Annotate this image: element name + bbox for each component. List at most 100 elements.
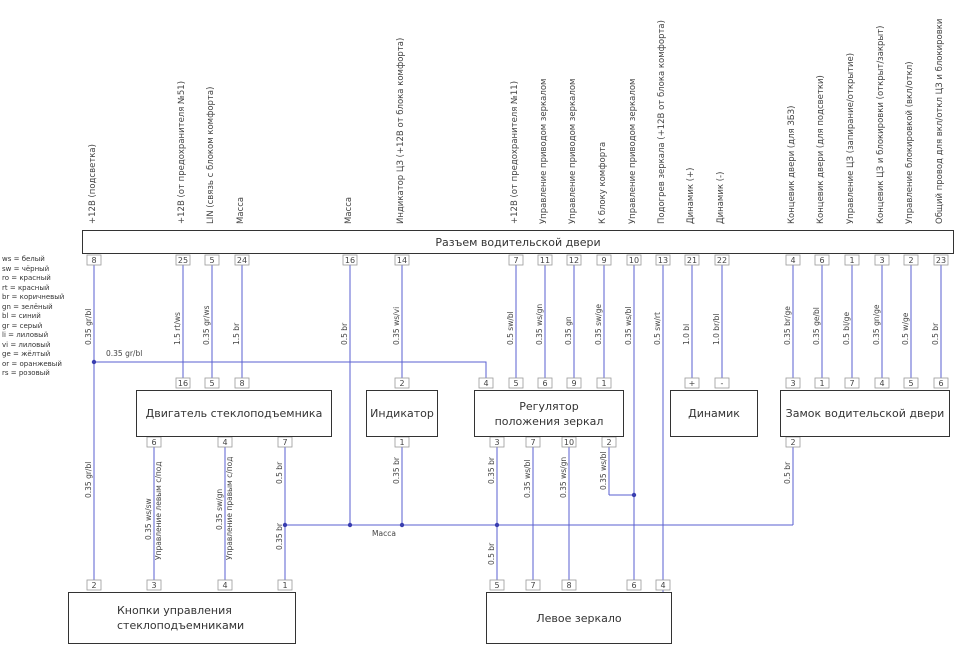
pin-number: 9 <box>601 256 606 265</box>
legend-item: gn = зелёный <box>2 302 53 311</box>
wire-label: 1.0 bl <box>682 324 691 345</box>
legend-item: sw = чёрный <box>2 264 50 273</box>
pin-label: Управление приводом зеркалом <box>568 78 578 224</box>
pin-tab <box>626 579 642 591</box>
pin-tab <box>217 579 233 591</box>
wire-label: 0.35 sw/gn <box>215 489 224 530</box>
motor-label: Двигатель стеклоподъемника <box>145 407 323 420</box>
pin-label: Масса <box>236 196 246 224</box>
buttons-label: Кнопки управления стеклоподъемниками <box>117 604 245 632</box>
mass-label: Масса <box>372 529 396 538</box>
pin-tab <box>489 436 505 448</box>
junction-dot <box>631 492 637 498</box>
pin-tab <box>561 436 577 448</box>
pin-tab <box>508 377 524 389</box>
pin-tab <box>785 436 801 448</box>
mirror-box: Левое зеркало <box>486 592 672 644</box>
wire-label: 0.5 br <box>783 461 792 484</box>
speaker-label: Динамик <box>688 407 740 420</box>
pin-tab <box>342 254 358 266</box>
pin-tab <box>175 377 191 389</box>
pin-number: 6 <box>938 379 943 388</box>
pin-tab <box>785 377 801 389</box>
pin-tab <box>394 377 410 389</box>
pin-label: Общий провод для вкл/откл ЦЗ и блокировк… <box>935 18 945 224</box>
pin-label: Индикатор ЦЗ (+12В от блока комфорта) <box>396 37 406 224</box>
wire-label: 0.5 br <box>340 322 349 345</box>
pin-number: 10 <box>629 256 639 265</box>
pin-tab <box>714 377 730 389</box>
pin-number: 1 <box>601 379 606 388</box>
pin-label: Концевик ЦЗ и блокировки (открыт/закрыт) <box>876 25 886 224</box>
pin-tab <box>537 254 553 266</box>
wire-note: Управление правым с/под <box>225 457 234 560</box>
pin-number: 2 <box>606 438 611 447</box>
pin-number: 8 <box>239 379 244 388</box>
legend-item: gr = серый <box>2 321 43 330</box>
pin-number: 5 <box>209 256 214 265</box>
wire-label: 1.5 rt/ws <box>173 312 182 345</box>
pin-tab <box>844 377 860 389</box>
pin-label: Управление приводом зеркалом <box>539 78 549 224</box>
pin-number: 7 <box>530 438 535 447</box>
pin-number: 1 <box>282 581 287 590</box>
pin-tab <box>566 377 582 389</box>
pin-number: 8 <box>566 581 571 590</box>
wire-label: 0.35 gr/bl <box>84 462 93 498</box>
pin-number: 8 <box>91 256 96 265</box>
pin-tab <box>844 254 860 266</box>
pin-tab <box>561 579 577 591</box>
pin-number: 6 <box>542 379 547 388</box>
pin-tab <box>86 254 102 266</box>
pin-number: 4 <box>879 379 884 388</box>
wire-label: 0.35 gr/bl <box>84 309 93 345</box>
lock-label: Замок водительской двери <box>785 407 945 420</box>
mirror-label: Левое зеркало <box>536 611 622 625</box>
pin-number: - <box>721 379 724 388</box>
pin-label: Динамик (+) <box>686 167 696 224</box>
indicator-label: Индикатор <box>370 407 434 420</box>
pin-tab <box>508 254 524 266</box>
pin-number: 1 <box>399 438 404 447</box>
pin-number: + <box>689 379 696 388</box>
legend-item: vi = лиловый <box>2 340 51 349</box>
pin-tab <box>478 377 494 389</box>
pin-tab <box>626 254 642 266</box>
pin-tab <box>714 254 730 266</box>
wire-label: 0.35 br <box>392 456 401 484</box>
pin-tab <box>684 377 700 389</box>
pin-number: 2 <box>790 438 795 447</box>
pin-number: 14 <box>397 256 407 265</box>
pin-tab <box>86 579 102 591</box>
pin-tab <box>874 254 890 266</box>
connector-header: Разъем водительской двери <box>82 230 954 254</box>
legend-item: ro = красный <box>2 274 51 282</box>
pin-number: 3 <box>494 438 499 447</box>
pin-number: 6 <box>631 581 636 590</box>
pin-number: 6 <box>819 256 824 265</box>
pin-number: 7 <box>282 438 287 447</box>
legend-item: ge = жёлтый <box>2 350 51 358</box>
wire-label: 0.35 br <box>487 456 496 484</box>
pin-number: 16 <box>345 256 355 265</box>
speaker-box: Динамик <box>670 390 758 437</box>
pin-number: 24 <box>237 256 247 265</box>
wire-label: 0.35 gn/ge <box>872 304 881 345</box>
pin-number: 7 <box>849 379 854 388</box>
wire-label: 0.5 br <box>487 542 496 565</box>
pin-tab <box>204 377 220 389</box>
pin-number: 4 <box>660 581 665 590</box>
junction-dot <box>282 522 288 528</box>
wire-label: 0.5 sw/rt <box>653 312 662 345</box>
pin-tab <box>525 579 541 591</box>
wire <box>94 361 487 378</box>
pin-tab <box>537 377 553 389</box>
legend-item: or = оранжевый <box>2 359 62 368</box>
pin-tab <box>814 377 830 389</box>
wire-label: 0.5 br <box>931 322 940 345</box>
pin-tab <box>234 254 250 266</box>
wire-label: 0.35 ws/sw <box>144 498 153 540</box>
pin-label: +12В (от предохранителя №11) <box>510 80 520 224</box>
pin-number: 6 <box>151 438 156 447</box>
pin-label: Динамик (-) <box>716 171 726 224</box>
